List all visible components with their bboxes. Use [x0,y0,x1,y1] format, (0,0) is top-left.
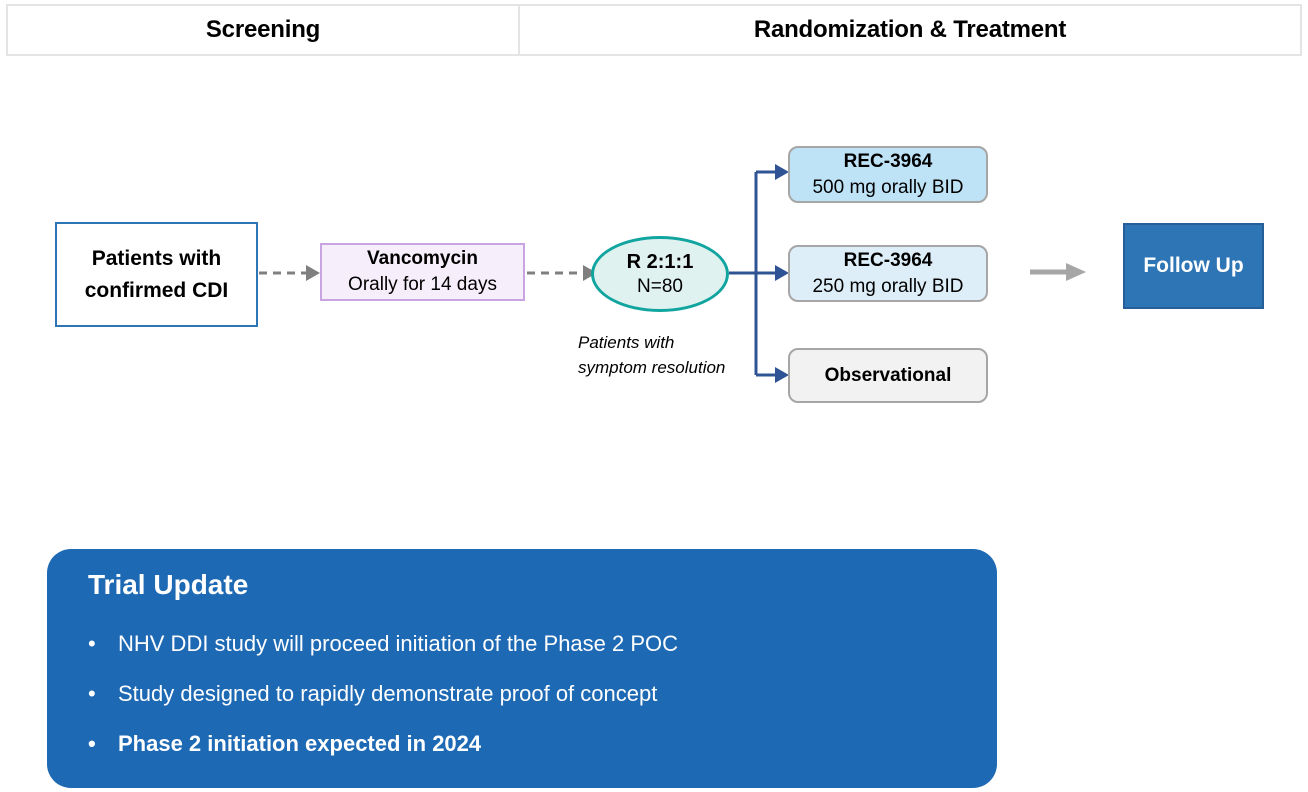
patients-confirmed-cdi-box: Patients with confirmed CDI [55,222,258,327]
arm-observational-box: Observational [788,348,988,403]
arm-observational-title: Observational [824,364,952,386]
bullet-dot: • [88,681,96,706]
branch-connector-randomization-to-arms [729,164,789,383]
patients-box-line1: Patients with [91,247,222,270]
arrow-arms-to-followup [1030,263,1086,281]
arm-500-subtitle: 500 mg orally BID [812,176,964,198]
patients-box-line2: confirmed CDI [84,278,229,302]
arm-250-subtitle: 250 mg orally BID [812,275,964,297]
dashed-arrow-vancomycin-to-randomization [527,265,597,281]
vancomycin-subtitle: Orally for 14 days [348,274,497,295]
phase-header-band: Screening Randomization & Treatment [6,4,1302,56]
bullet-dot: • [88,631,96,656]
trial-update-bullet-2: • Study designed to rapidly demonstrate … [88,679,967,708]
arm-rec3964-500-box: REC-3964 500 mg orally BID [788,146,988,203]
phase-header-screening: Screening [8,6,520,54]
bullet-text: Study designed to rapidly demonstrate pr… [118,681,658,706]
randomization-n: N=80 [637,275,683,297]
arm-500-title: REC-3964 [843,150,933,172]
trial-update-bullet-1: • NHV DDI study will proceed initiation … [88,629,967,658]
vancomycin-box: Vancomycin Orally for 14 days [320,243,525,301]
trial-update-panel: Trial Update • NHV DDI study will procee… [47,549,997,788]
arm-250-title: REC-3964 [843,249,933,271]
bullet-dot: • [88,731,96,756]
symptom-note-line1: Patients with [578,333,675,352]
trial-update-bullets: • NHV DDI study will proceed initiation … [88,629,967,758]
symptom-resolution-note: Patients with symptom resolution [578,331,725,380]
followup-label: Follow Up [1143,254,1244,277]
vancomycin-title: Vancomycin [367,248,478,270]
symptom-note-line2: symptom resolution [578,357,726,377]
bullet-text: NHV DDI study will proceed initiation of… [118,631,679,656]
arm-rec3964-250-box: REC-3964 250 mg orally BID [788,245,988,302]
trial-update-bullet-3: • Phase 2 initiation expected in 2024 [88,729,967,758]
bullet-text: Phase 2 initiation expected in 2024 [118,731,482,756]
trial-update-title: Trial Update [88,569,249,600]
randomization-ratio: R 2:1:1 [626,250,694,273]
phase-header-randomization: Randomization & Treatment [753,16,1067,43]
randomization-ellipse: R 2:1:1 N=80 [591,236,729,312]
dashed-arrow-patients-to-vancomycin [259,265,320,281]
followup-box: Follow Up [1123,223,1264,309]
